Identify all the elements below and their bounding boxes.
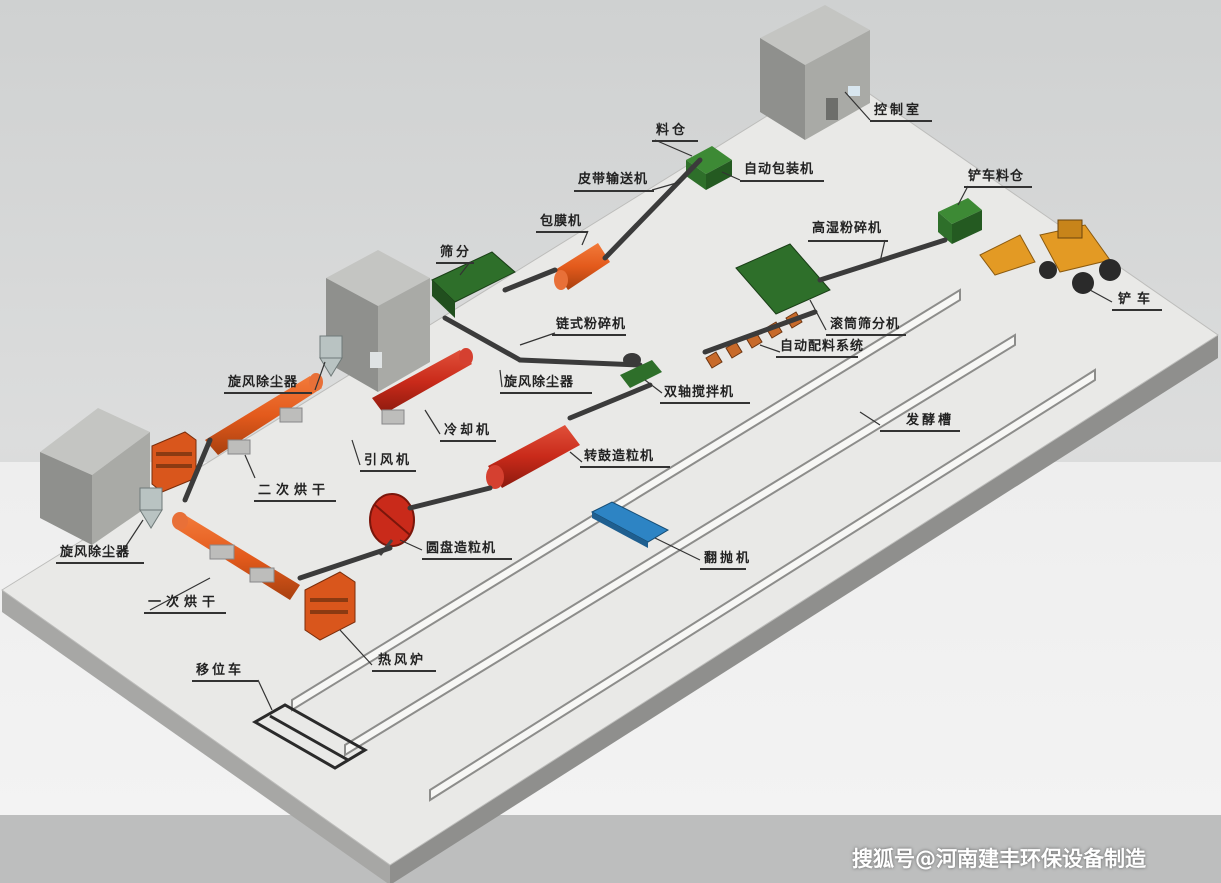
- label-control-room: 控制室: [874, 103, 923, 118]
- underline-fermentation-tank: [880, 430, 960, 432]
- underline-induced-fan: [360, 470, 416, 472]
- double-shaft-mixer: [620, 353, 662, 388]
- label-fermentation-tank: 发酵槽: [906, 413, 955, 428]
- cooler-drum: [372, 348, 473, 425]
- underline-auto-batching: [776, 356, 858, 358]
- label-chain-crusher: 链式粉碎机: [556, 317, 627, 332]
- underline-transfer-car: [192, 680, 258, 682]
- label-cooler: 冷却机: [444, 423, 493, 438]
- middle-building: [326, 250, 430, 392]
- turner-machine: [590, 501, 670, 548]
- label-forklift-bin: 铲车料仓: [968, 169, 1025, 184]
- label-first-dryer: 一次烘干: [148, 595, 221, 610]
- cyclone-left: [139, 487, 163, 529]
- hot-air-furnace-lower: [304, 571, 356, 641]
- platform: [1, 71, 1219, 883]
- label-cyclone-left: 旋风除尘器: [60, 545, 131, 560]
- disc-granulator: [369, 493, 415, 556]
- underline-cyclone-left: [56, 562, 144, 564]
- underline-screening: [436, 262, 474, 264]
- label-auto-packing: 自动包装机: [744, 162, 815, 177]
- underline-cyclone-top: [224, 392, 312, 394]
- control-room-building: [760, 5, 870, 140]
- label-disc-granulator: 圆盘造粒机: [426, 541, 497, 556]
- label-second-dryer: 二次烘干: [258, 483, 331, 498]
- second-dryer-drum: [205, 373, 323, 455]
- underline-disc-granulator: [422, 558, 512, 560]
- label-induced-fan: 引风机: [364, 453, 413, 468]
- label-rotary-drum-granulator: 转鼓造粒机: [584, 449, 655, 464]
- underline-belt-conveyor: [574, 190, 654, 192]
- underline-control-room: [870, 120, 932, 122]
- label-transfer-car: 移位车: [196, 663, 245, 678]
- label-double-shaft-mixer: 双轴搅拌机: [664, 385, 735, 400]
- left-building: [40, 408, 150, 545]
- underline-drum-screen: [826, 334, 906, 336]
- underline-cooler: [440, 440, 496, 442]
- underline-rotary-drum-granulator: [580, 466, 670, 468]
- underline-double-shaft-mixer: [660, 402, 750, 404]
- screening-machine: [431, 251, 516, 318]
- underline-film-coating: [536, 231, 588, 233]
- underline-cyclone-mid: [500, 392, 592, 394]
- forklift-bin: [938, 198, 982, 244]
- label-screening: 筛分: [440, 245, 473, 260]
- leader-lines: [119, 91, 1113, 711]
- label-hot-air-furnace: 热风炉: [378, 653, 427, 668]
- label-drum-screen: 滚筒筛分机: [830, 317, 901, 332]
- loader-vehicle: [979, 219, 1121, 294]
- film-coating-drum: [554, 243, 610, 290]
- table-edge: [0, 815, 1221, 883]
- underline-turner: [700, 568, 746, 570]
- label-turner: 翻抛机: [704, 551, 753, 566]
- label-auto-batching: 自动配料系统: [780, 339, 865, 354]
- underline-first-dryer: [144, 612, 226, 614]
- underline-bin: [652, 140, 698, 142]
- underline-high-moisture-crusher: [808, 240, 888, 242]
- transfer-car: [251, 703, 368, 770]
- underline-loader: [1112, 309, 1162, 311]
- first-dryer-drum: [172, 512, 300, 600]
- underline-forklift-bin: [964, 186, 1032, 188]
- label-cyclone-mid: 旋风除尘器: [504, 375, 575, 390]
- label-film-coating: 包膜机: [540, 214, 583, 229]
- underline-chain-crusher: [552, 334, 626, 336]
- drum-screen: [735, 243, 831, 315]
- label-belt-conveyor: 皮带输送机: [578, 172, 649, 187]
- label-loader: 铲车: [1118, 292, 1157, 307]
- underline-auto-packing: [740, 180, 824, 182]
- label-cyclone-top: 旋风除尘器: [228, 375, 299, 390]
- label-high-moisture-crusher: 高湿粉碎机: [812, 221, 883, 236]
- underline-second-dryer: [254, 500, 336, 502]
- rotary-drum-granulator: [486, 425, 580, 489]
- conveyors: [182, 157, 948, 581]
- underline-hot-air-furnace: [372, 670, 436, 672]
- label-bin: 料仓: [656, 123, 689, 138]
- fermentation-trenches: [291, 288, 1096, 802]
- cyclone-top: [319, 335, 343, 377]
- watermark: 搜狐号@河南建丰环保设备制造: [852, 847, 1146, 871]
